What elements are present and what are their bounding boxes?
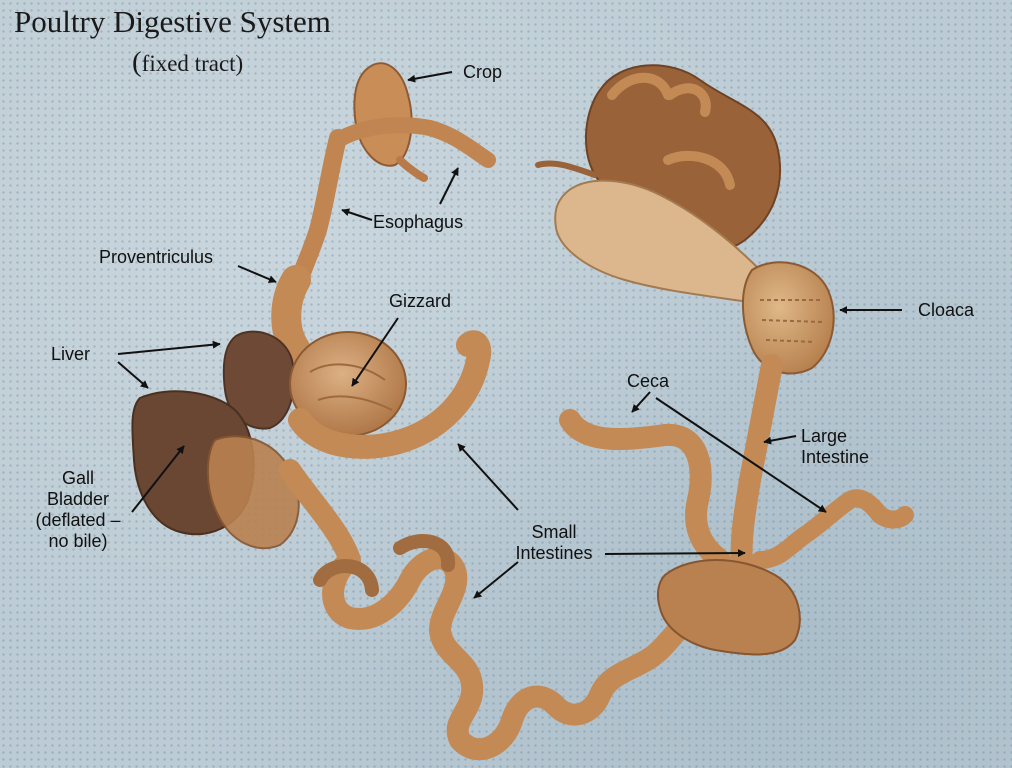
crop-organ: [353, 62, 413, 167]
arrow-small-intestines-2: [473, 561, 519, 599]
arrow-esophagus-1: [439, 167, 459, 205]
proventriculus-organ: [271, 265, 311, 365]
cloaca-organ: [742, 261, 835, 375]
label-liver: Liver: [51, 344, 91, 364]
label-small-intestines-line-1: Small: [531, 522, 577, 542]
cecum-right: [751, 489, 914, 569]
label-cloaca: Cloaca: [918, 300, 975, 320]
page-subtitle: (fixed tract): [132, 48, 243, 78]
label-proventriculus: Proventriculus: [99, 247, 214, 267]
mesentery-mass-lower: [656, 559, 801, 656]
crop-organ-detail: [396, 156, 428, 182]
arrow-gall-bladder: [131, 445, 185, 513]
label-crop: Crop: [463, 62, 503, 82]
arrow-proventriculus: [237, 265, 277, 283]
arrow-ceca-2: [655, 397, 827, 513]
arrow-large-intestine: [763, 435, 797, 445]
label-gall-bladder-line-2: Bladder: [46, 489, 110, 509]
subtitle-open-paren: (: [132, 46, 142, 78]
arrow-small-intestines-1: [457, 443, 519, 511]
small-intestine-coils-detail: [313, 534, 455, 597]
small-intestine-loop-left: [288, 330, 492, 459]
label-large-intestine-line-1: Large: [801, 426, 848, 446]
label-gall-bladder: Gall Bladder (deflated – no bile): [18, 468, 138, 552]
label-small-intestines: Small Intestines: [502, 522, 606, 564]
large-intestine-tube: [730, 354, 783, 576]
label-large-intestine-line-2: Intestine: [801, 447, 870, 467]
arrow-small-intestines-3: [604, 549, 746, 558]
small-intestine-coils: [279, 459, 731, 761]
gall-bladder-tissue: [206, 435, 300, 550]
arrow-crop: [407, 71, 453, 83]
arrow-liver-1: [117, 340, 221, 355]
page-title: Poultry Digestive System: [14, 4, 331, 39]
cloaca-organ-detail: [760, 299, 823, 343]
label-esophagus: Esophagus: [373, 212, 464, 232]
arrow-gizzard: [351, 317, 399, 387]
liver-lobe-upper: [222, 330, 295, 430]
label-gizzard: Gizzard: [389, 291, 452, 311]
mesentery-strand-left: [535, 160, 598, 178]
label-small-intestines-line-2: Intestines: [515, 543, 593, 563]
esophagus-tube-upper: [330, 117, 496, 168]
gizzard-organ-detail: [309, 363, 393, 411]
arrow-liver-2: [117, 361, 149, 389]
subtitle-text: fixed tract): [141, 51, 244, 76]
label-gall-bladder-line-4: no bile): [48, 531, 108, 551]
arrow-ceca-1: [631, 391, 651, 413]
label-gall-bladder-line-1: Gall: [61, 468, 94, 488]
intestine-mass-lobes: [607, 72, 735, 190]
label-ceca: Ceca: [627, 371, 670, 391]
arrow-esophagus-2: [341, 208, 373, 221]
label-gall-bladder-line-3: (deflated –: [35, 510, 121, 530]
cecum-left: [559, 409, 731, 571]
bursa-sac: [554, 179, 767, 302]
label-large-intestine: Large Intestine: [801, 426, 869, 468]
